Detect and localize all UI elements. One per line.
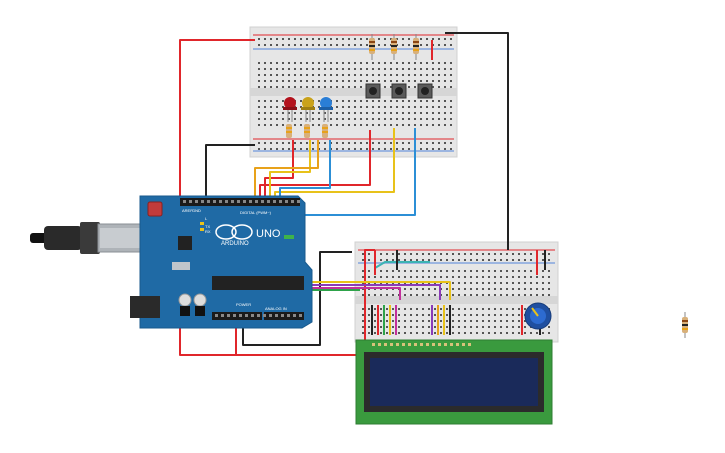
wire-black-rail — [445, 32, 509, 250]
wire-red-power-right — [236, 249, 375, 356]
power-label: POWER — [236, 302, 251, 307]
arduino-uno-board[interactable]: UNO ARDUINO DIGITAL (PWM~) ANALOG IN POW… — [30, 195, 313, 329]
bottom-pins — [215, 314, 302, 317]
capacitor-1 — [178, 293, 192, 307]
wire-red-power-loop — [179, 39, 255, 356]
wire-black-top-gnd — [205, 144, 255, 200]
potentiometer[interactable] — [524, 302, 552, 330]
led-red — [283, 97, 297, 122]
digital-label: DIGITAL (PWM~) — [240, 210, 272, 215]
rx-label: RX — [205, 229, 211, 234]
power-jack — [130, 296, 160, 318]
arduino-logo — [215, 224, 253, 240]
wire-teal-1 — [374, 261, 430, 269]
resistor-led-yellow — [304, 124, 310, 138]
breadboard-right-holes — [362, 253, 550, 334]
lcd-module[interactable] — [355, 339, 553, 425]
power-header[interactable] — [212, 312, 262, 320]
resistor-button-3 — [413, 34, 419, 60]
leds[interactable] — [283, 97, 333, 122]
push-button-2 — [391, 83, 407, 99]
capacitor-2 — [193, 293, 207, 307]
wires — [179, 32, 546, 356]
l-label: L — [205, 216, 208, 221]
tx-label: TX — [205, 224, 210, 229]
analog-label: ANALOG IN — [265, 306, 287, 311]
breadboard-right[interactable] — [354, 241, 559, 343]
push-button-3 — [417, 83, 433, 99]
wire-red-button — [259, 130, 371, 200]
wire-red-led — [264, 140, 294, 200]
lcd-screen — [370, 358, 538, 406]
usb-cable — [30, 222, 145, 254]
resistor-led-red — [286, 124, 292, 138]
led-resistors[interactable] — [286, 124, 328, 138]
aref-label: AREF — [182, 208, 193, 213]
resistor-button-2 — [391, 34, 397, 60]
gnd-label: GND — [192, 208, 201, 213]
led-blue — [319, 97, 333, 122]
board-brand-label: ARDUINO — [221, 241, 249, 247]
top-resistors[interactable] — [369, 34, 419, 60]
wire-black-lcd-gnd — [242, 251, 352, 346]
led-yellow — [301, 97, 315, 122]
wire-yellow-1 — [269, 140, 311, 200]
resistor-button-1 — [369, 34, 375, 60]
digital-pins — [183, 200, 300, 203]
wire-blue-1 — [279, 140, 331, 200]
microcontroller-chip — [212, 276, 304, 290]
lcd-header-pins — [372, 343, 471, 346]
board-model-label: UNO — [256, 228, 281, 240]
resistor-led-blue — [322, 124, 328, 138]
reset-button[interactable] — [147, 201, 163, 217]
push-button-1 — [365, 83, 381, 99]
push-buttons[interactable] — [365, 83, 433, 99]
wire-blue-2 — [290, 128, 416, 216]
wire-orange-1 — [254, 140, 319, 200]
stray-resistor[interactable] — [682, 312, 688, 338]
